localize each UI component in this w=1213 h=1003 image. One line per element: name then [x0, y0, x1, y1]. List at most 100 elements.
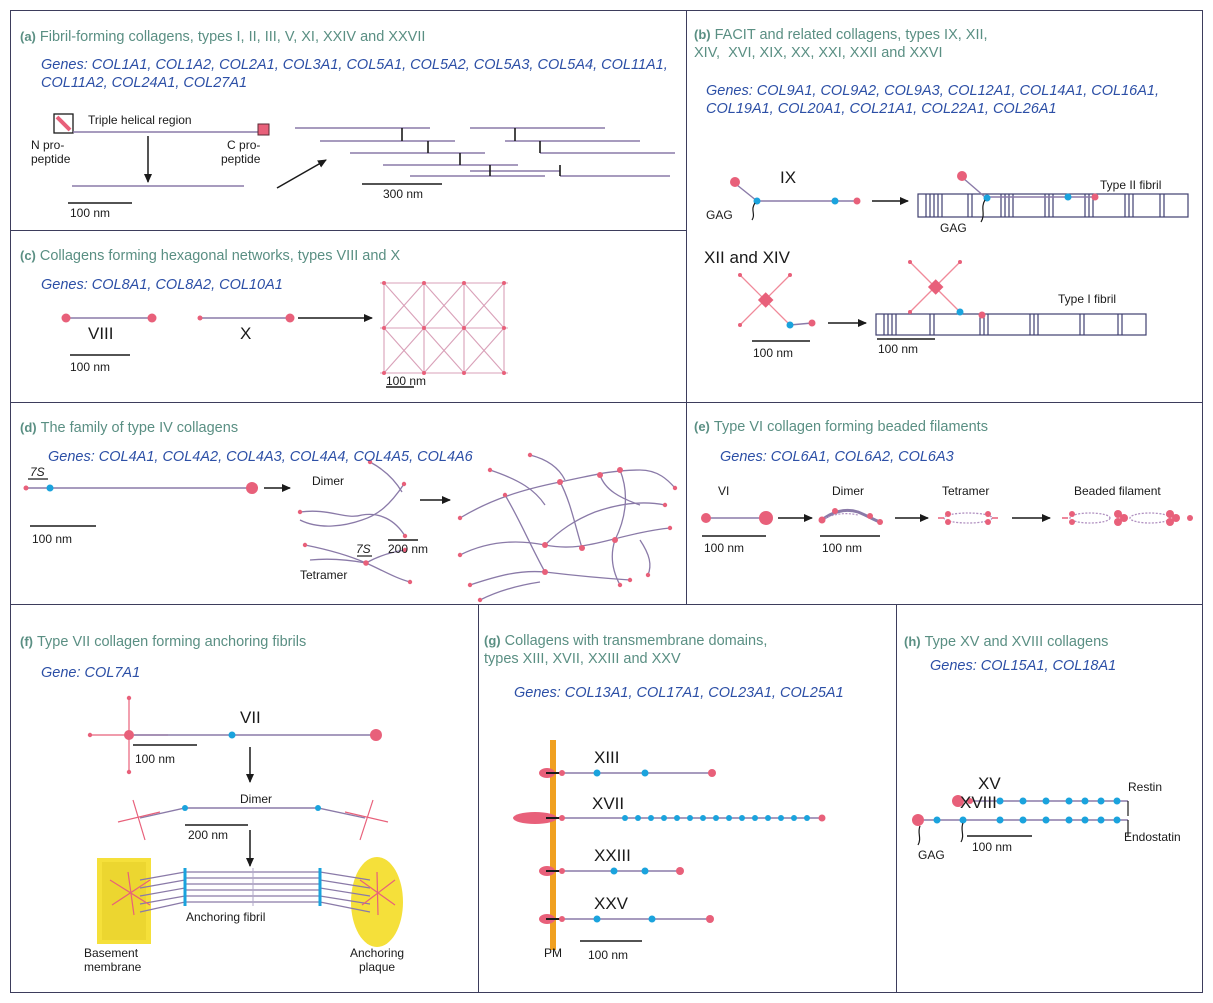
panel-a-drawing: [53, 113, 675, 204]
panel-h-title: (h)Type XV and XVIII collagens: [904, 633, 1108, 651]
panel-d-title-text: The family of type IV collagens: [40, 420, 239, 436]
panel-a: [10, 10, 687, 231]
panel-f-letter: (f): [20, 634, 33, 649]
panel-g-drawing: [513, 740, 826, 950]
7s-label: 7S: [30, 465, 45, 479]
panel-e-genes: Genes: COL6A1, COL6A2, COL6A3: [720, 449, 954, 465]
panel-g-genes: Genes: COL13A1, COL17A1, COL23A1, COL25A…: [514, 685, 844, 701]
panel-d: [10, 402, 687, 605]
anchoring-plaque-label: Anchoring plaque: [350, 946, 405, 974]
gag-label-1: GAG: [706, 208, 733, 222]
dimer-label-f: Dimer: [240, 792, 272, 806]
panel-h-drawing: [912, 795, 1129, 846]
type-i-fibril: [875, 313, 1147, 336]
beaded-filament: [1062, 510, 1193, 526]
panel-d-genes: Genes: COL4A1, COL4A2, COL4A3, COL4A4, C…: [48, 449, 473, 465]
panel-d-drawing: [23, 452, 678, 603]
panel-b-drawing: [730, 171, 1189, 342]
panel-c-genes: Genes: COL8A1, COL8A2, COL10A1: [41, 277, 283, 293]
triple-helix-label: Triple helical region: [88, 113, 192, 127]
panel-h-letter: (h): [904, 634, 921, 649]
panel-d-letter: (d): [20, 420, 37, 435]
panel-a-letter: (a): [20, 29, 36, 44]
panel-b-genes: Genes: COL9A1, COL9A2, COL9A3, COL12A1, …: [706, 83, 1159, 117]
xviii-label: XVIII: [960, 793, 997, 812]
panel-g-title-text: Collagens with transmembrane domains, ty…: [484, 633, 768, 667]
scale-a1-label: 100 nm: [70, 206, 111, 220]
panel-a-genes: Genes: COL1A1, COL1A2, COL2A1, COL3A1, C…: [41, 57, 668, 91]
viii-label: VIII: [88, 324, 114, 343]
panel-h-genes: Genes: COL15A1, COL18A1: [930, 658, 1117, 674]
panel-e-drawing: [701, 508, 1193, 537]
hexagonal-network: [380, 282, 508, 374]
gag-label-h: GAG: [918, 848, 945, 862]
dimer-label-d: Dimer: [312, 474, 344, 488]
scale-h-label: 100 nm: [972, 840, 1013, 854]
type-i-fibril-label: Type I fibril: [1058, 292, 1117, 306]
panel-c-letter: (c): [20, 248, 36, 263]
scale-e2-label: 100 nm: [822, 541, 863, 555]
panel-h-title-text: Type XV and XVIII collagens: [924, 634, 1109, 650]
gag-label-2: GAG: [940, 221, 967, 235]
xvii-label: XVII: [592, 794, 625, 813]
xxv-label: XXV: [594, 894, 629, 913]
pm-label: PM: [544, 946, 562, 960]
scale-c2-label: 100 nm: [386, 374, 427, 388]
panel-c-title: (c)Collagens forming hexagonal networks,…: [20, 247, 400, 265]
c-propeptide-label: C pro- peptide: [221, 138, 261, 166]
panel-b-title-text: FACIT and related collagens, types IX, X…: [694, 27, 988, 61]
7s-label-b: 7S: [356, 542, 371, 556]
tetramer-label-e: Tetramer: [942, 484, 990, 498]
panel-e-title-text: Type VI collagen forming beaded filament…: [713, 419, 988, 435]
panel-c-drawing: [61, 281, 508, 388]
panel-e-letter: (e): [694, 419, 710, 434]
anchoring-fibril-label: Anchoring fibril: [186, 910, 266, 924]
xxiii-label: XXIII: [594, 846, 631, 865]
scale-g-label: 100 nm: [588, 948, 629, 962]
beaded-filament-label: Beaded filament: [1074, 484, 1161, 498]
anchoring-fibril: [139, 871, 371, 913]
scale-f1-label: 100 nm: [135, 752, 176, 766]
scale-d2-label: 200 nm: [388, 542, 429, 556]
scale-b2-label: 100 nm: [878, 342, 919, 356]
scale-d1-label: 100 nm: [32, 532, 73, 546]
panel-b-letter: (b): [694, 27, 711, 42]
panel-d-title: (d)The family of type IV collagens: [20, 419, 238, 437]
n-propeptide: [55, 115, 72, 132]
scale-f2-label: 200 nm: [188, 828, 229, 842]
tetramer-e: [938, 511, 998, 525]
panel-f-drawing: [87, 695, 403, 947]
c-propeptide: [257, 123, 270, 136]
plasma-membrane: [550, 740, 556, 950]
staggered-fibril: [295, 127, 675, 177]
panel-h: [896, 604, 1203, 993]
dimer-label-e: Dimer: [832, 484, 864, 498]
dimer: [299, 461, 406, 537]
panel-c-title-text: Collagens forming hexagonal networks, ty…: [39, 248, 401, 264]
panel-f-title: (f) Type VII collagen forming anchoring f…: [20, 633, 306, 651]
xii-xiv-label: XII and XIV: [704, 248, 790, 267]
panel-a-title: (a)Fibril-forming collagens, types I, II…: [20, 28, 425, 46]
panel-b-title: (b)FACIT and related collagens, types IX…: [694, 26, 988, 62]
panel-f-title-text: Type VII collagen forming anchoring fibr…: [37, 634, 307, 650]
x-label: X: [240, 324, 252, 343]
xv-label: XV: [978, 774, 1001, 793]
tetramer-label-d: Tetramer: [300, 568, 348, 582]
panel-a-title-text: Fibril-forming collagens, types I, II, I…: [39, 29, 426, 45]
panel-g-letter: (g): [484, 633, 501, 648]
panel-g-title: (g)Collagens with transmembrane domains,…: [484, 632, 767, 668]
type-ii-fibril-label: Type II fibril: [1100, 178, 1162, 192]
scale-e1-label: 100 nm: [704, 541, 745, 555]
scale-b1-label: 100 nm: [753, 346, 794, 360]
ix-label: IX: [780, 168, 797, 187]
xiii-label: XIII: [594, 748, 620, 767]
endostatin-label: Endostatin: [1124, 830, 1181, 844]
panel-e-title: (e)Type VI collagen forming beaded filam…: [694, 418, 988, 436]
vi-label: VI: [718, 484, 730, 498]
panel-e: [686, 402, 1203, 605]
panel-g: [478, 604, 897, 993]
panel-f-genes: Gene: COL7A1: [41, 665, 141, 681]
restin-label: Restin: [1128, 780, 1163, 794]
